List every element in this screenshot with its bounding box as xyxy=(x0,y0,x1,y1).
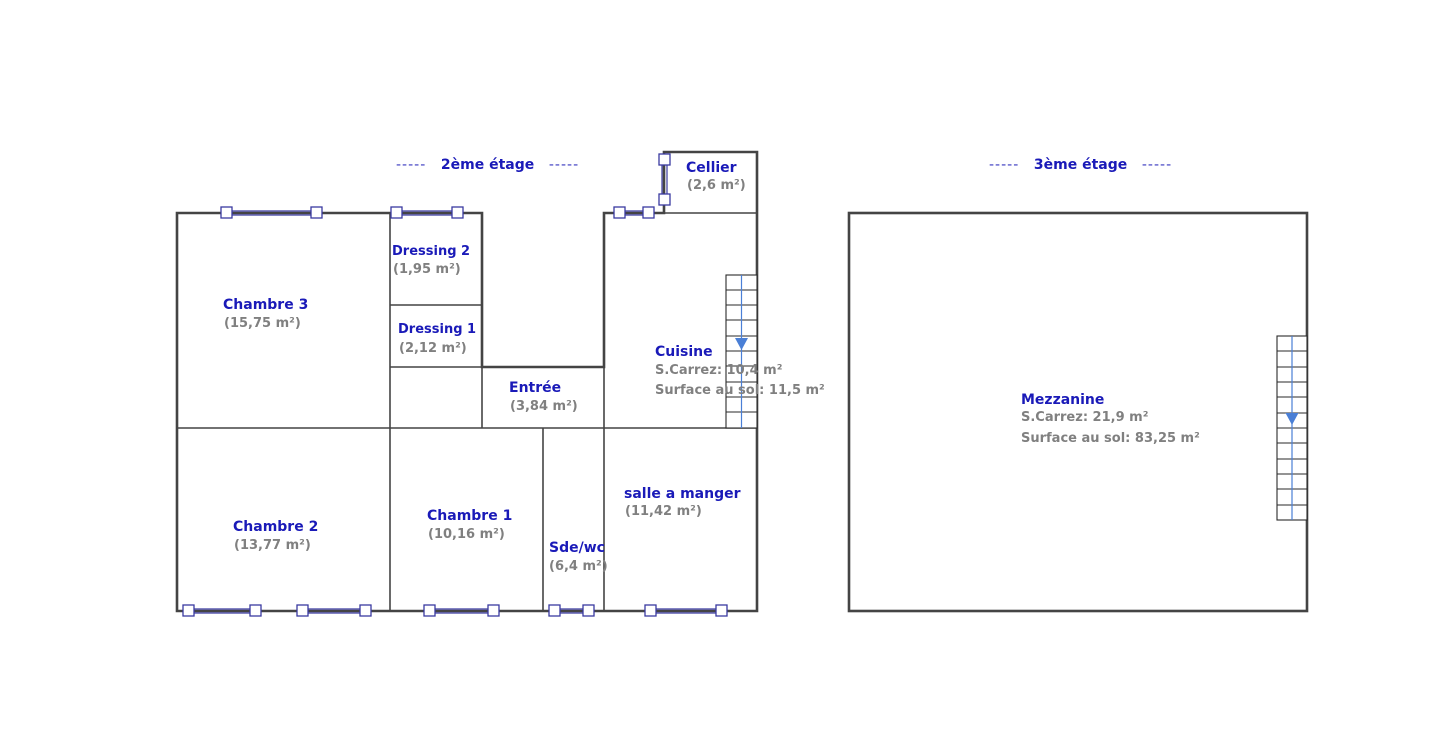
room-name-sde-wc: Sde/wc xyxy=(549,540,605,556)
floor-title-3eme: ----- 3ème étage ----- xyxy=(989,156,1172,174)
room-area-cellier: (2,6 m²) xyxy=(687,178,746,193)
window xyxy=(390,206,464,219)
room-name-cellier: Cellier xyxy=(686,160,737,176)
room-name-salle-a-manger: salle a manger xyxy=(624,486,741,502)
room-sol-cuisine: Surface au sol: 11,5 m² xyxy=(655,383,825,398)
room-name-entree: Entrée xyxy=(509,380,562,396)
title-dashes-left: ----- xyxy=(989,157,1020,173)
room-area-entree: (3,84 m²) xyxy=(510,399,578,414)
window xyxy=(613,206,655,219)
floor-title-text: 2ème étage xyxy=(440,157,535,173)
room-carrez-mezzanine: S.Carrez: 21,9 m² xyxy=(1021,410,1149,425)
room-name-dressing-2: Dressing 2 xyxy=(392,244,471,259)
room-name-chambre-3: Chambre 3 xyxy=(223,297,309,313)
window xyxy=(296,604,372,617)
window xyxy=(658,153,671,206)
room-area-chambre-1: (10,16 m²) xyxy=(428,527,505,542)
room-area-dressing-2: (1,95 m²) xyxy=(393,262,461,277)
title-dashes-left: ----- xyxy=(396,157,427,173)
title-dashes-right: ----- xyxy=(1141,157,1173,173)
floor-title-2eme: ----- 2ème étage ----- xyxy=(396,156,579,174)
room-name-chambre-1: Chambre 1 xyxy=(427,508,513,524)
window xyxy=(182,604,262,617)
room-area-sde-wc: (6,4 m²) xyxy=(549,559,608,574)
staircase-cuisine xyxy=(725,274,758,429)
stair-arrow-icon xyxy=(1285,413,1299,425)
window xyxy=(548,604,595,617)
room-sol-mezzanine: Surface au sol: 83,25 m² xyxy=(1021,431,1200,446)
room-name-dressing-1: Dressing 1 xyxy=(398,322,477,337)
window xyxy=(423,604,500,617)
window xyxy=(644,604,728,617)
room-carrez-cuisine: S.Carrez: 10,4 m² xyxy=(655,363,783,378)
staircase-mezzanine xyxy=(1276,335,1308,521)
room-area-chambre-2: (13,77 m²) xyxy=(234,538,311,553)
title-dashes-right: ----- xyxy=(548,157,580,173)
room-name-chambre-2: Chambre 2 xyxy=(233,519,319,535)
room-name-cuisine: Cuisine xyxy=(655,344,713,360)
floor-title-text: 3ème étage xyxy=(1033,157,1128,173)
room-area-salle-a-manger: (11,42 m²) xyxy=(625,504,702,519)
room-area-chambre-3: (15,75 m²) xyxy=(224,316,301,331)
stair-arrow-icon xyxy=(735,338,748,350)
second-floor-walls xyxy=(175,150,759,613)
room-name-mezzanine: Mezzanine xyxy=(1021,392,1105,408)
second-floor-windows xyxy=(182,153,728,617)
room-area-dressing-1: (2,12 m²) xyxy=(399,341,467,356)
window xyxy=(220,206,323,219)
